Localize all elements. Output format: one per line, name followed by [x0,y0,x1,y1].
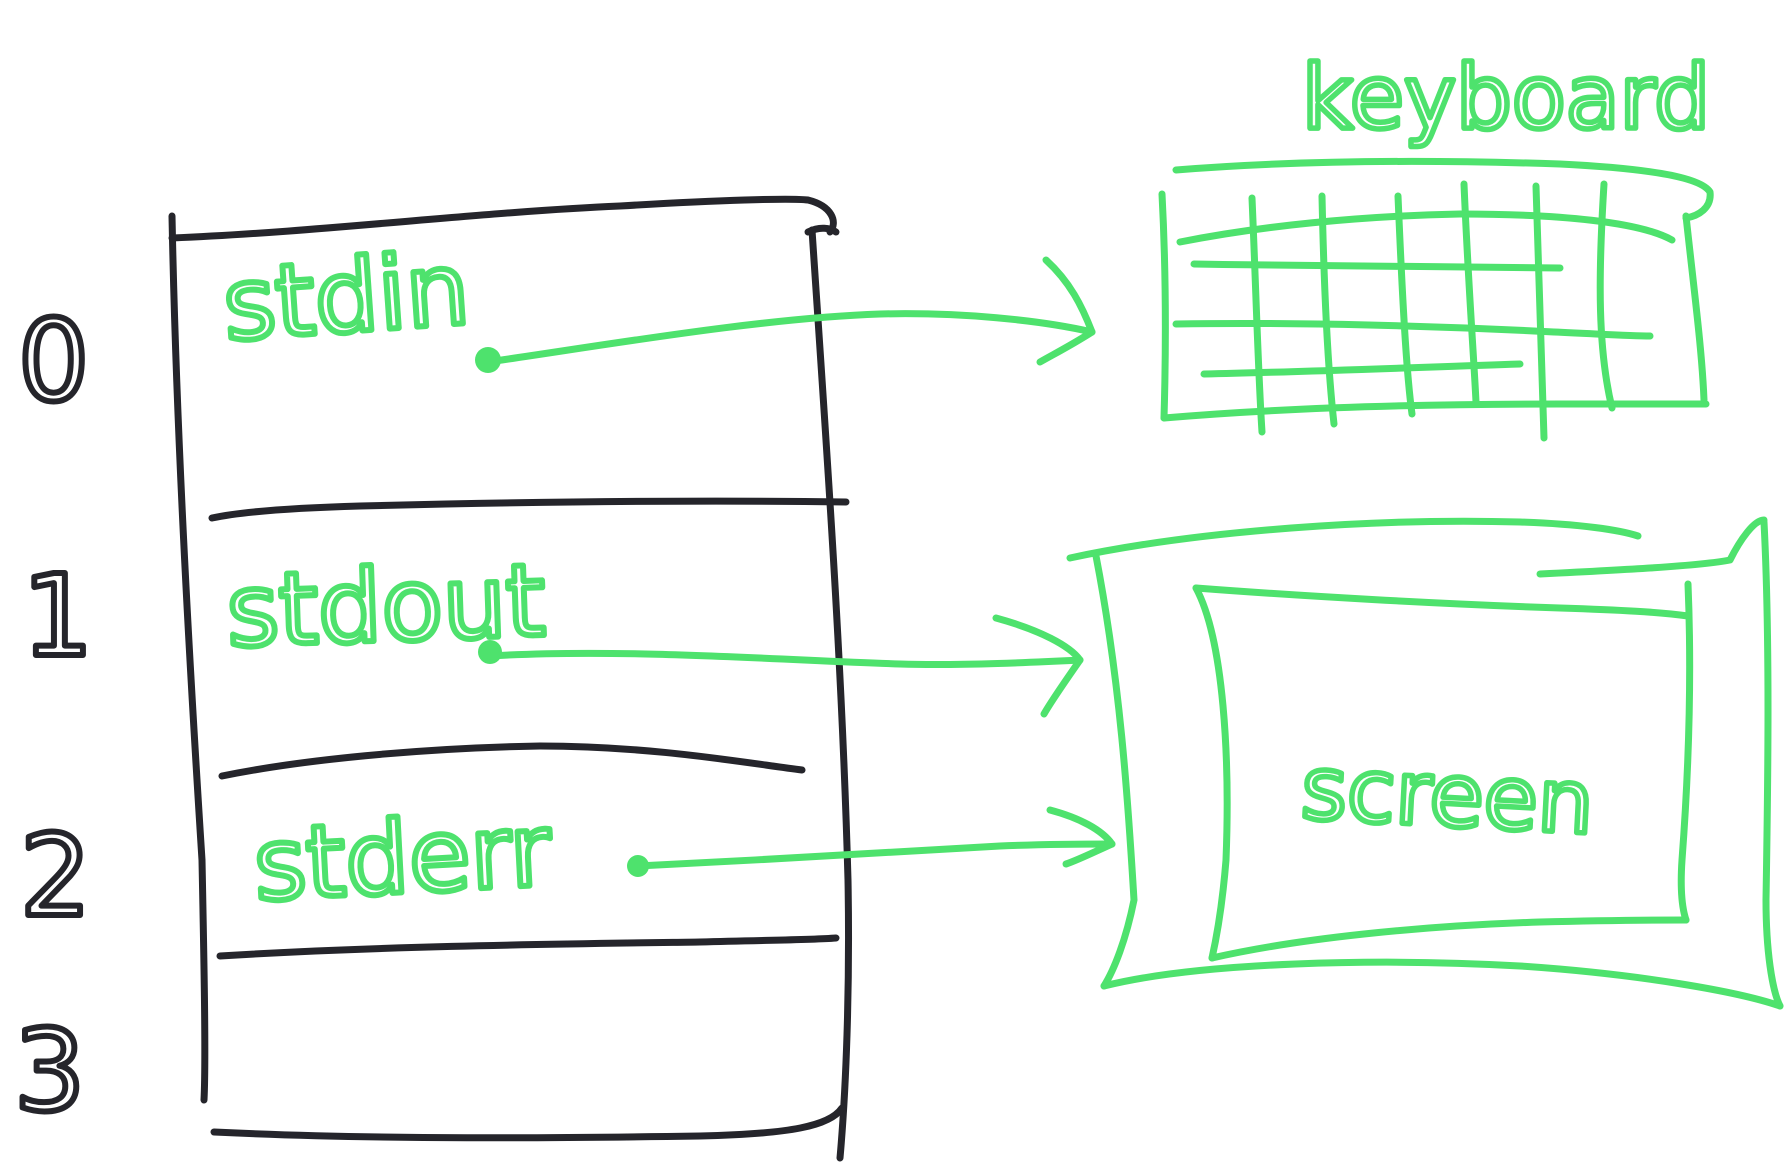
arrow-shaft-stderr [634,840,1116,870]
keyboard-left-edge [1158,190,1169,422]
screen-outer-bottom [1100,958,1784,1010]
arrow-origin-stdout [478,640,502,664]
table-top-edge [168,195,837,242]
keyboard-col-1 [1248,194,1266,436]
screen-inner-bottom [1208,916,1690,962]
stream-label-stderr: stderr [251,792,554,924]
screen-outer-top [1066,517,1642,562]
table-left-edge [168,212,209,1104]
arrow-head-stderr [1046,806,1116,868]
keyboard-bottom-edge [1160,400,1710,422]
fd-number-2: 2 [20,812,91,942]
table-right-edge [808,226,853,1162]
keyboard-top-edge [1172,158,1714,222]
keyboard-col-6 [1596,180,1616,412]
keyboard-label: keyboard [1302,46,1710,149]
screen-icon: screen [1066,516,1784,1010]
table-bottom-edge [210,1104,846,1142]
arrow-head-stdin [1036,256,1096,366]
keyboard-row-3 [1172,319,1654,340]
arrow-shaft-stdout [486,649,1084,669]
fd-number-1: 1 [22,552,93,682]
row-divider-1-2 [218,742,806,780]
keyboard-col-4 [1460,180,1480,406]
screen-label: screen [1299,736,1597,854]
arrow-icon [475,256,1096,373]
fd-number-0: 0 [18,297,89,427]
keyboard-col-2 [1318,192,1338,428]
descriptor-table [168,195,853,1162]
arrow-icon [627,806,1116,877]
screen-inner-right [1677,580,1694,924]
row-divider-2-3 [216,934,840,960]
arrow-head-stdout [992,614,1084,718]
arrow-shaft-stdin [484,310,1096,366]
screen-outer-top-2 [1536,516,1768,578]
screen-inner-top [1192,584,1692,620]
screen-outer-left [1092,552,1138,990]
keyboard-right-edge [1682,212,1708,404]
stream-arrows [475,256,1116,877]
row-divider-0-1 [208,497,850,522]
stream-labels: stdin stdout stderr [217,227,558,927]
keyboard-row-2 [1190,260,1564,272]
descriptor-numbers: 0 1 2 3 [11,294,96,1140]
keyboard-col-3 [1394,192,1416,418]
fd-number-3: 3 [14,1007,85,1137]
screen-outer-right [1760,518,1784,1010]
keyboard-icon: keyboard [1158,43,1714,442]
keyboard-col-5 [1532,182,1548,442]
screen-inner-left [1192,584,1231,962]
stream-label-stdin: stdin [220,230,474,364]
arrow-icon [478,614,1084,718]
